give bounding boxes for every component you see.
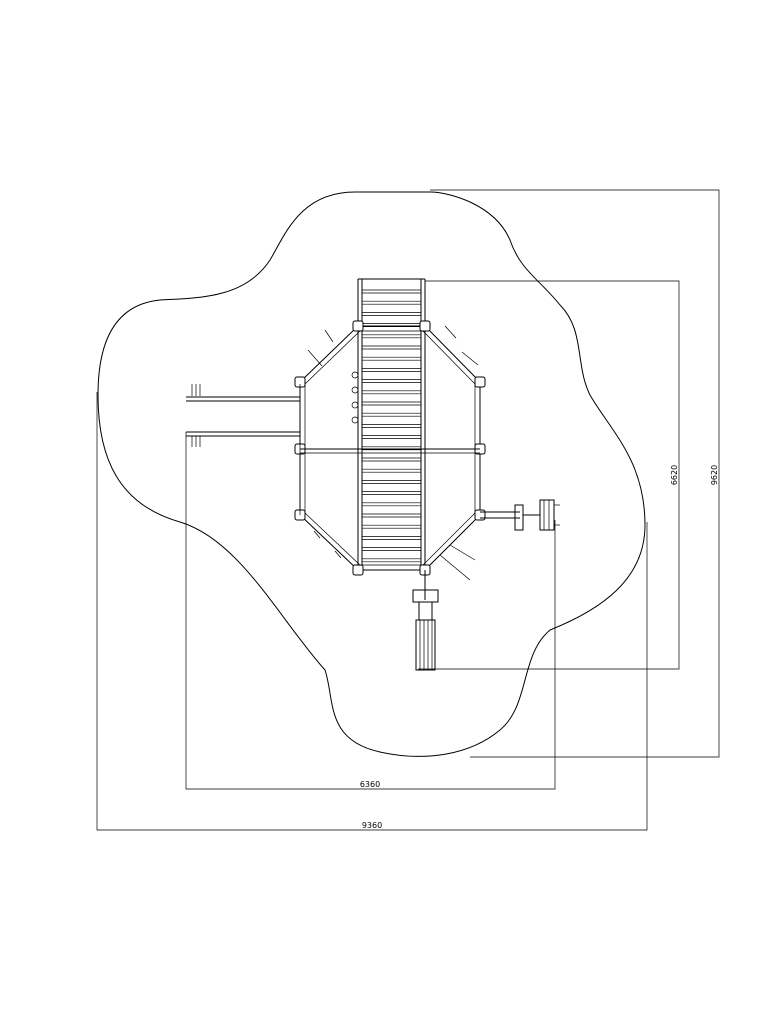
inner-height-label: 6620 bbox=[670, 465, 679, 485]
inner-width-label: 6360 bbox=[360, 780, 380, 789]
outer-height-label: 9620 bbox=[710, 465, 719, 485]
post bbox=[352, 320, 364, 332]
outer-width-label: 9360 bbox=[362, 821, 382, 830]
inner-width-dimension bbox=[185, 432, 556, 790]
safety-zone-outline bbox=[97, 191, 646, 757]
post bbox=[352, 564, 364, 576]
bottom-steps bbox=[412, 570, 439, 671]
inner-height-dimension bbox=[418, 280, 680, 670]
outer-width-dimension bbox=[96, 392, 648, 831]
post bbox=[419, 320, 431, 332]
right-swing bbox=[480, 499, 560, 531]
dimension-lines bbox=[96, 189, 720, 831]
corner-posts bbox=[294, 320, 486, 576]
left-slide bbox=[186, 384, 301, 515]
outer-height-dimension bbox=[430, 189, 720, 758]
octagon-frame bbox=[299, 325, 481, 571]
fittings bbox=[307, 325, 479, 581]
central-bridge bbox=[357, 278, 426, 575]
post bbox=[474, 376, 486, 388]
